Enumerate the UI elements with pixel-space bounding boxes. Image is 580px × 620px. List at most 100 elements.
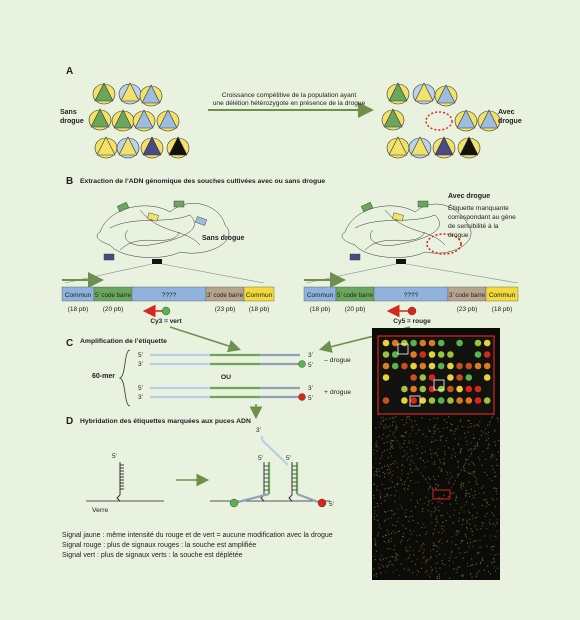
array-pixel	[479, 459, 481, 461]
array-pixel	[401, 436, 403, 438]
array-pixel	[463, 470, 465, 472]
array-pixel	[420, 544, 423, 546]
array-pixel	[390, 455, 393, 457]
array-pixel	[416, 540, 418, 543]
array-pixel	[446, 437, 448, 439]
array-pixel	[431, 522, 433, 524]
array-pixel	[481, 522, 483, 524]
array-pixel	[402, 435, 404, 437]
array-spot	[483, 374, 491, 381]
section-d-title: Hybridation des étiquettes marquées aux …	[80, 418, 251, 425]
array-pixel	[435, 518, 437, 520]
array-pixel	[436, 577, 438, 579]
array-spot	[456, 362, 463, 370]
array-pixel	[373, 494, 375, 497]
array-pixel	[379, 493, 382, 495]
array-pixel	[434, 426, 436, 428]
array-pixel	[455, 498, 457, 500]
array-pixel	[451, 551, 453, 553]
array-pixel	[471, 495, 473, 497]
array-pixel	[481, 557, 483, 559]
array-pixel	[471, 474, 473, 476]
array-pixel	[396, 426, 398, 428]
array-pixel	[474, 471, 476, 473]
array-pixel	[376, 450, 378, 452]
array-pixel	[439, 439, 442, 441]
array-pixel	[403, 568, 405, 570]
array-spot	[428, 339, 436, 347]
array-pixel	[435, 451, 437, 454]
array-pixel	[416, 558, 418, 560]
array-pixel	[434, 528, 436, 530]
array-pixel	[401, 506, 403, 509]
array-pixel	[373, 555, 376, 557]
array-pixel	[453, 433, 455, 435]
array-pixel	[478, 546, 480, 549]
array-spot	[419, 385, 427, 393]
array-pixel	[379, 558, 381, 560]
array-pixel	[472, 534, 474, 536]
sixty-mer-label: 60-mer	[92, 373, 115, 380]
array-pixel	[470, 425, 472, 428]
array-pixel	[399, 497, 401, 499]
array-pixel	[431, 441, 433, 443]
array-pixel	[411, 426, 413, 428]
array-spot	[391, 362, 399, 370]
array-pixel	[488, 443, 490, 445]
array-pixel	[439, 538, 441, 540]
array-pixel	[376, 445, 378, 447]
array-pixel	[407, 485, 410, 487]
array-pixel	[391, 424, 394, 426]
array-pixel	[473, 464, 475, 466]
array-pixel	[392, 447, 394, 449]
array-pixel	[411, 420, 413, 422]
array-pixel	[386, 464, 389, 466]
array-pixel	[457, 533, 460, 535]
growth-caption-2: une délétion hétérozygote en présence de…	[213, 100, 366, 107]
array-pixel	[397, 517, 399, 519]
section-c-title: Amplification de l’étiquette	[80, 338, 167, 345]
array-pixel	[435, 508, 437, 510]
array-pixel	[467, 431, 469, 433]
array-pixel	[494, 506, 496, 508]
array-pixel	[390, 439, 393, 442]
array-pixel	[466, 562, 469, 565]
bracket	[118, 349, 131, 407]
array-pixel	[451, 454, 453, 456]
array-pixel	[416, 444, 418, 446]
array-pixel	[434, 544, 436, 547]
array-pixel	[484, 515, 486, 517]
array-pixel	[471, 515, 474, 517]
array-pixel	[494, 441, 496, 443]
array-pixel	[466, 528, 468, 530]
array-pixel	[497, 418, 500, 420]
array-pixel	[476, 552, 479, 554]
array-pixel	[388, 534, 391, 536]
array-spot	[437, 362, 445, 370]
array-pixel	[478, 492, 480, 494]
array-pixel	[390, 442, 392, 444]
array-pixel	[459, 450, 462, 452]
array-pixel	[380, 559, 382, 562]
array-pixel	[483, 499, 485, 501]
array-pixel	[454, 452, 456, 454]
array-pixel	[381, 466, 383, 469]
svg-text:3’: 3’	[138, 361, 144, 368]
note-yellow: Signal jaune : même intensité du rouge e…	[62, 532, 333, 539]
array-pixel	[470, 564, 472, 567]
array-pixel	[390, 494, 392, 496]
array-pixel	[381, 564, 383, 566]
array-pixel	[424, 451, 426, 453]
array-pixel	[425, 560, 427, 563]
array-pixel	[497, 439, 500, 442]
array-pixel	[460, 486, 462, 488]
array-pixel	[467, 426, 469, 429]
array-pixel	[445, 440, 447, 442]
array-pixel	[430, 515, 432, 517]
array-pixel	[496, 464, 498, 466]
array-pixel	[399, 541, 402, 543]
array-pixel	[393, 486, 395, 488]
zoom-box	[377, 335, 495, 415]
array-pixel	[494, 429, 496, 431]
array-pixel	[459, 420, 462, 422]
